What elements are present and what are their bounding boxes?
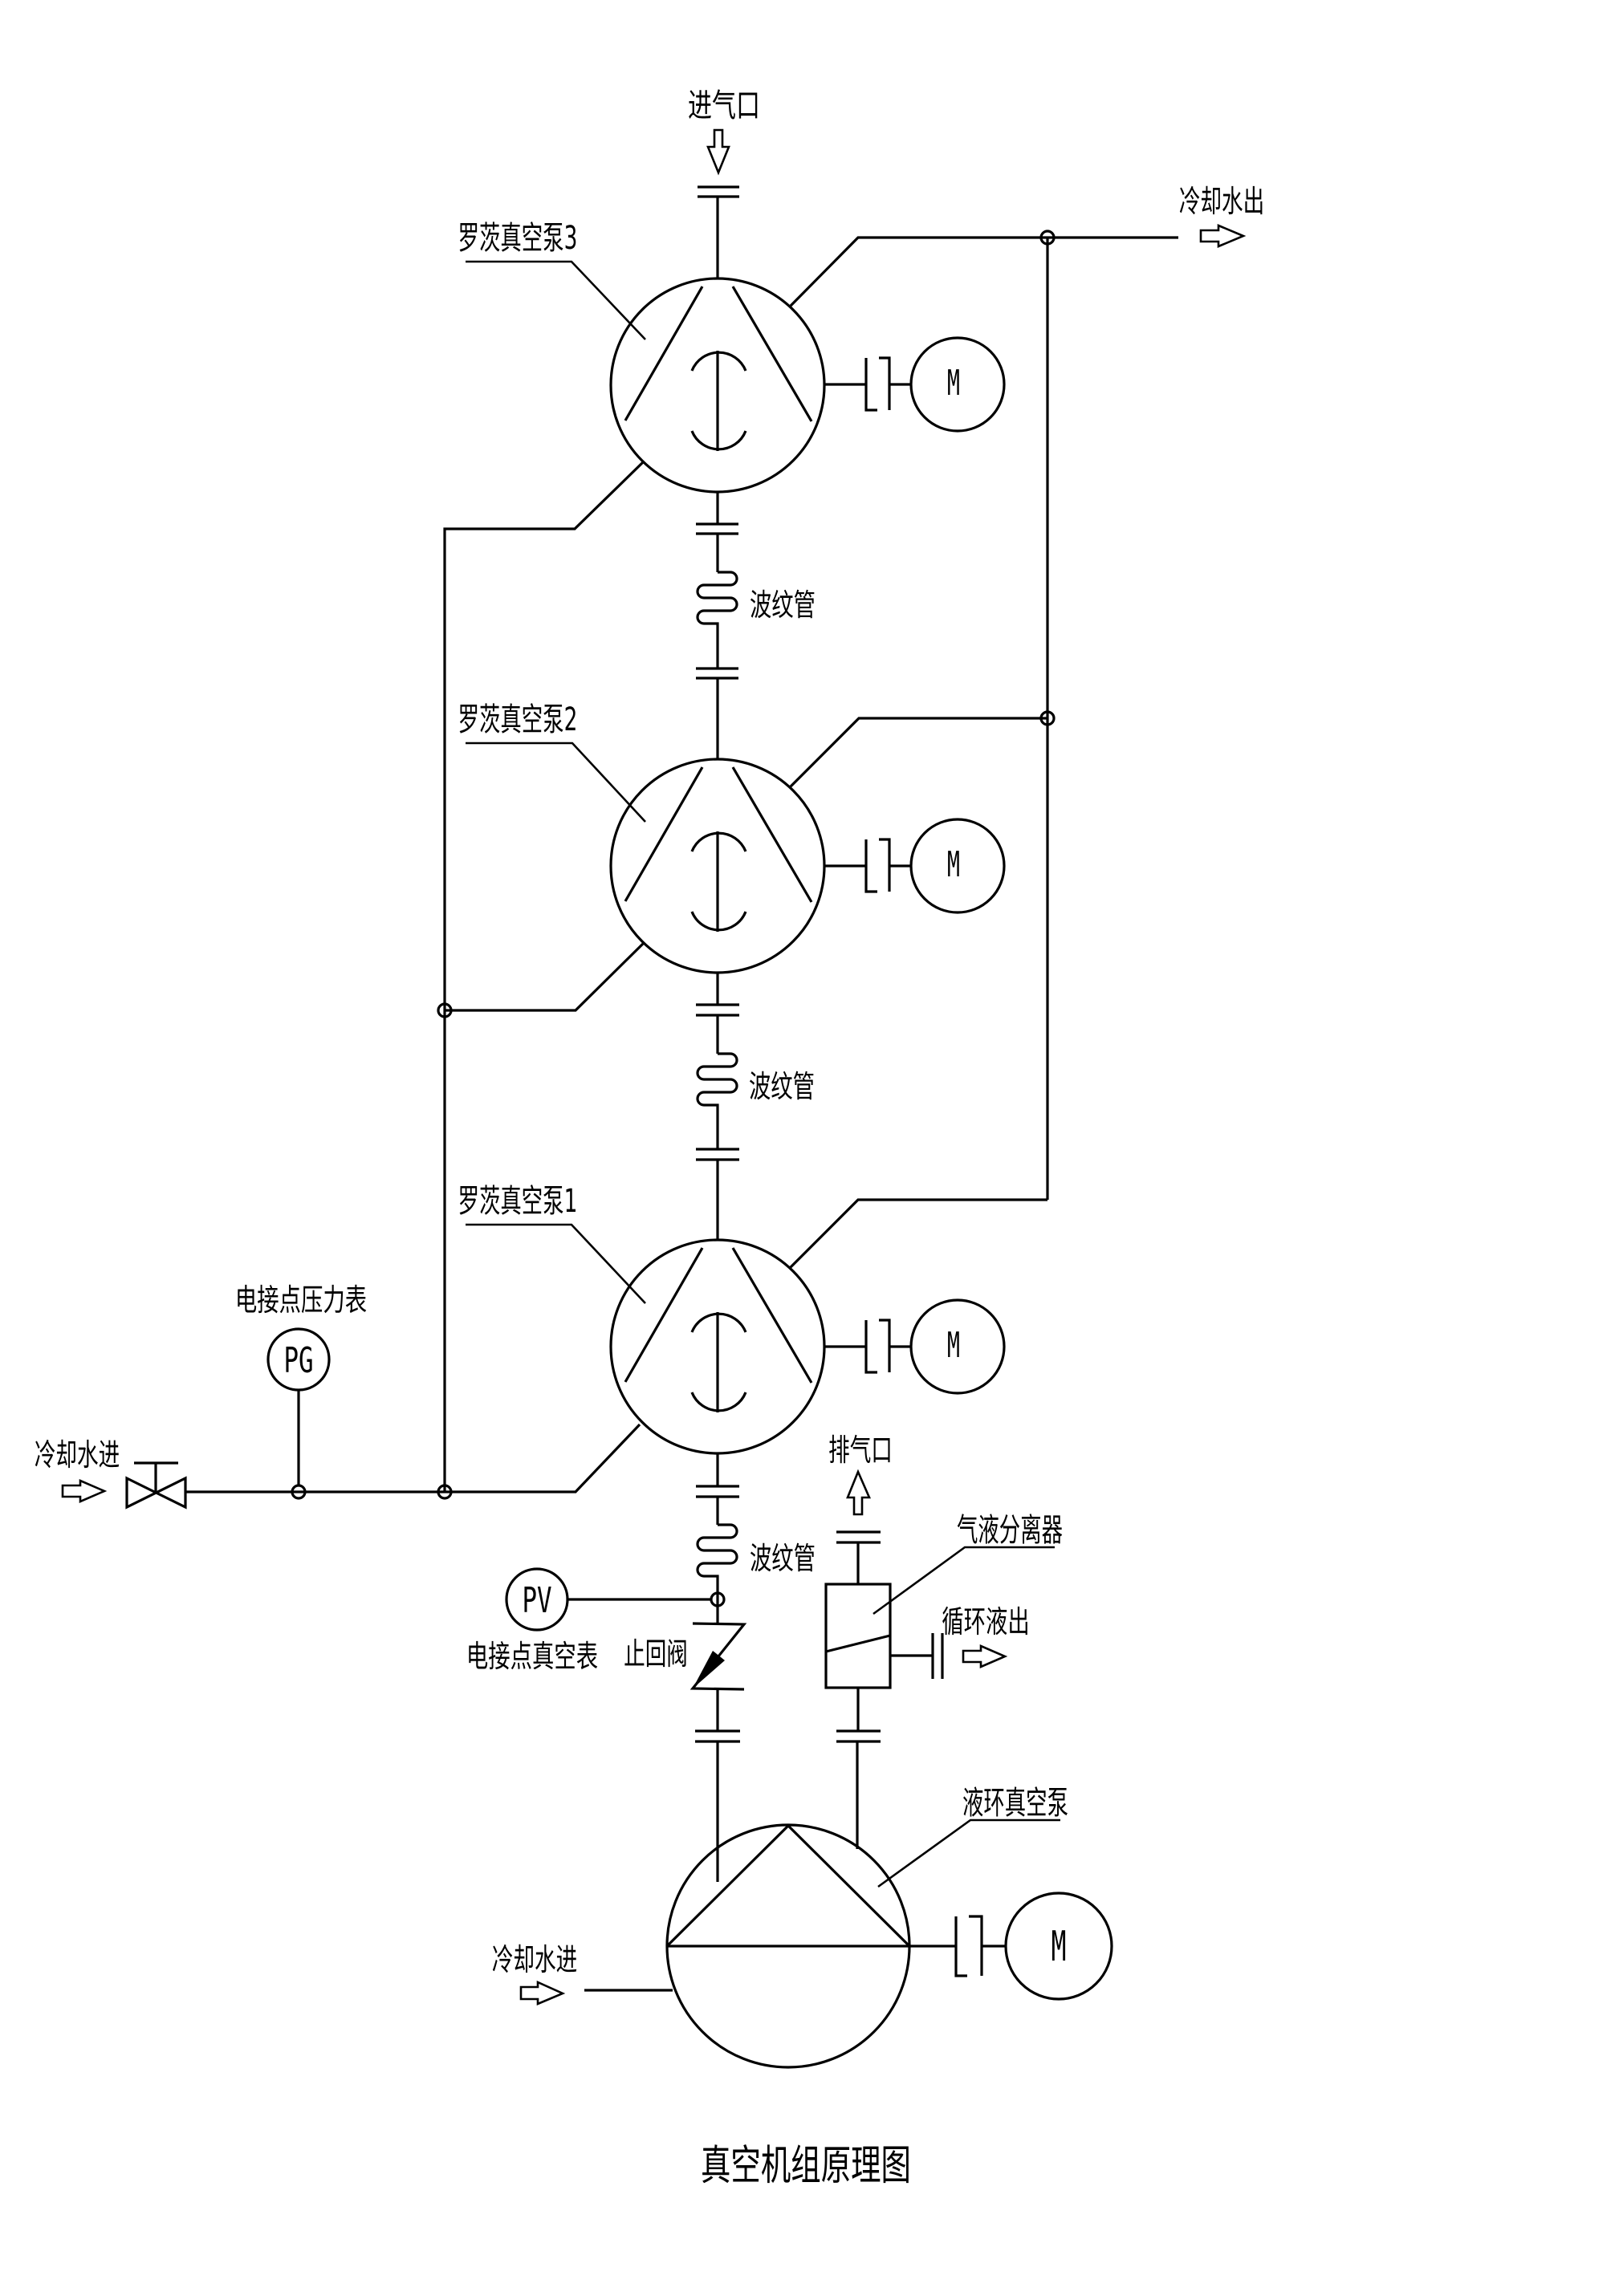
rotor-arc	[690, 430, 747, 451]
junction	[1039, 230, 1056, 246]
liquid-ring-pump: M 液环真空泵 冷却水进	[492, 1784, 1113, 2069]
inlet-label: 进气口	[688, 87, 760, 124]
vacuum-gauge-icon	[505, 1567, 569, 1632]
check-valve-arrow-icon	[693, 1651, 725, 1688]
bellows-label: 波纹管	[750, 1540, 816, 1576]
check-valve-group: 止回阀	[624, 1622, 747, 1691]
rotor-blade	[624, 286, 704, 421]
leader-line	[466, 1223, 646, 1304]
coupling-icon	[954, 1915, 983, 1977]
motor-label: M	[947, 1324, 960, 1366]
rotor-arc	[690, 831, 747, 852]
motor-icon	[909, 818, 1006, 914]
pump-label: 罗茨真空泵1	[458, 1182, 578, 1219]
roots-pump-3: M 罗茨真空泵3	[458, 219, 1006, 494]
valve-icon	[125, 1476, 187, 1510]
bellows-label: 波纹管	[749, 1068, 815, 1104]
bellows-3: 波纹管	[696, 1523, 816, 1583]
rotor-blade	[624, 1247, 704, 1383]
pressure-gauge-tag: PG	[283, 1339, 313, 1380]
check-valve-label: 止回阀	[624, 1636, 688, 1672]
motor-icon	[1004, 1892, 1113, 2001]
cooling-water-out-label: 冷却水出	[1179, 184, 1264, 219]
motor-label: M	[947, 843, 960, 885]
rotor-arc	[690, 911, 747, 932]
vacuum-gauge-tag: PV	[522, 1579, 551, 1620]
leader-line	[877, 1819, 1060, 1888]
pressure-gauge-icon	[266, 1327, 331, 1392]
separator-group: 排气口 循环液出 气液分离器	[824, 1432, 1063, 1849]
leader-line	[466, 260, 646, 340]
cooling-water-in-arrow-icon	[61, 1479, 108, 1503]
separator-baffle	[825, 1634, 891, 1653]
bellows-1: 波纹管	[696, 571, 816, 628]
motor-icon	[909, 336, 1006, 433]
cooling-water-in-arrow-icon	[519, 1980, 566, 2005]
inlet-arrow-icon	[706, 128, 730, 176]
junction	[437, 1002, 453, 1018]
rotor-arc	[690, 1392, 747, 1412]
motor-label: M	[1051, 1923, 1067, 1972]
pressure-gauge-label: 电接点压力表	[235, 1282, 367, 1318]
rotor-blade	[731, 286, 813, 422]
recirc-out-arrow-icon	[962, 1644, 1008, 1668]
bellows-2: 波纹管	[696, 1052, 815, 1110]
coupling-icon	[864, 838, 891, 893]
vacuum-gauge-label: 电接点真空表	[466, 1638, 598, 1674]
junction	[1039, 710, 1056, 726]
cooling-water-out-arrow-icon	[1199, 224, 1247, 248]
rotor-blade	[731, 1247, 813, 1384]
cooling-water-in-label: 冷却水进	[35, 1437, 120, 1473]
exhaust-label: 排气口	[828, 1432, 893, 1468]
coupling-icon	[864, 1319, 891, 1374]
rotor-blade	[731, 766, 813, 903]
separator-vessel	[824, 1583, 892, 1689]
cooling-water-circuit: 冷却水出 冷却水进 PG 电接点压力表	[35, 184, 1264, 1510]
leader-line	[873, 1546, 1055, 1615]
exhaust-arrow-icon	[846, 1469, 871, 1516]
diagram-title: 真空机组原理图	[701, 2141, 911, 2190]
motor-icon	[909, 1298, 1006, 1395]
junction	[437, 1484, 453, 1500]
motor-label: M	[947, 362, 960, 404]
separator-label: 气液分离器	[957, 1511, 1063, 1548]
rotor-arc	[690, 351, 747, 372]
pump-label: 罗茨真空泵2	[458, 701, 578, 738]
rotor-arc	[690, 1312, 747, 1333]
roots-pump-1: M 罗茨真空泵1	[458, 1182, 1006, 1455]
rotor-blade	[624, 766, 704, 902]
main-pipe	[695, 197, 740, 1882]
pump-label: 罗茨真空泵3	[458, 219, 578, 256]
inlet-group: 进气口	[688, 87, 760, 198]
roots-pump-2: M 罗茨真空泵2	[458, 701, 1006, 974]
liquid-ring-pump-label: 液环真空泵	[962, 1784, 1068, 1821]
cooling-water-in-label: 冷却水进	[492, 1942, 577, 1977]
vacuum-gauge-group: PV 电接点真空表	[466, 1567, 726, 1674]
pump-triangle	[665, 1823, 911, 1948]
leader-line	[466, 742, 646, 823]
recirc-out-label: 循环液出	[942, 1603, 1029, 1640]
bellows-label: 波纹管	[750, 587, 816, 623]
coupling-icon	[864, 356, 891, 412]
junction	[710, 1591, 726, 1607]
